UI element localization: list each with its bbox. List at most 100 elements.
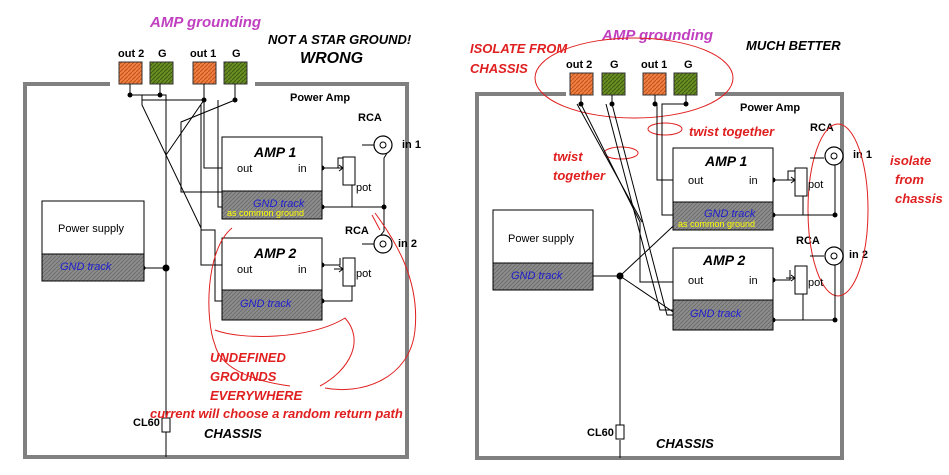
- left-terminal-g2-label: G: [232, 48, 241, 60]
- right-amp2-out: out: [688, 275, 703, 287]
- right-pot2-label: pot: [808, 277, 823, 289]
- right-terminal-g1-label: G: [610, 59, 619, 71]
- right-rca1-label: RCA: [810, 122, 834, 134]
- left-terminal-out1-label: out 1: [190, 48, 216, 60]
- right-amp1-in: in: [749, 175, 758, 187]
- left-amp2-gnd-track: [221, 289, 323, 321]
- left-amp2-title: AMP 2: [253, 245, 296, 261]
- right-isolate-2: CHASSIS: [470, 61, 528, 76]
- left-note-wrong: WRONG: [300, 50, 363, 67]
- left-pot1-label: pot: [356, 182, 371, 194]
- left-cl60-resistor: [161, 417, 171, 433]
- right-pot1: pot: [786, 167, 823, 197]
- left-chassis-label: CHASSIS: [204, 426, 262, 441]
- left-rca1-jack: [373, 135, 393, 155]
- left-psu-label: Power supply: [58, 223, 125, 235]
- left-amp1-module: AMP 1 out in GND track as common ground: [221, 136, 323, 220]
- right-twist-2a: twist: [553, 149, 583, 164]
- right-power-amp-label: Power Amp: [740, 102, 800, 114]
- left-in2-label: in 2: [398, 238, 417, 250]
- right-terminal-out2-label: out 2: [566, 59, 592, 71]
- right-amp1-gnd-track: [672, 201, 774, 231]
- right-isolate-1: ISOLATE FROM: [470, 41, 568, 56]
- right-isolate-rca-ellipse: [807, 123, 869, 297]
- right-in2-label: in 2: [849, 249, 868, 261]
- left-terminal-out2-label: out 2: [118, 48, 144, 60]
- right-terminal-out2: [569, 72, 594, 96]
- right-chassis-border: [475, 92, 844, 460]
- left-undefined-1: UNDEFINED: [210, 350, 286, 365]
- right-amp1-out: out: [688, 175, 703, 187]
- left-amp1-in: in: [298, 163, 307, 175]
- right-twist-1: twist together: [689, 124, 775, 139]
- right-amp2-title: AMP 2: [702, 252, 745, 268]
- left-rca1-label: RCA: [358, 112, 382, 124]
- left-amp1-gnd-label: GND track: [253, 198, 305, 210]
- right-psu-gnd-track: [492, 262, 594, 291]
- right-diagram: AMP grounding ISOLATE FROM CHASSIS MUCH …: [470, 27, 943, 460]
- right-twist-2b: together: [553, 168, 606, 183]
- right-terminal-out1-label: out 1: [641, 59, 667, 71]
- right-cl60-resistor: [615, 424, 625, 440]
- left-cl60-label: CL60: [133, 417, 160, 429]
- left-psu-gnd-track: [41, 253, 145, 282]
- right-chassis-label: CHASSIS: [656, 436, 714, 451]
- right-amp1-common-ground: as common ground: [678, 219, 755, 229]
- right-isolate-chassis-3: chassis: [895, 191, 943, 206]
- right-amp1-gnd-label: GND track: [704, 208, 756, 220]
- right-better-note: MUCH BETTER: [746, 38, 841, 53]
- right-cl60-label: CL60: [587, 427, 614, 439]
- left-amp1-gnd-track: [221, 190, 323, 220]
- left-amp1-title: AMP 1: [253, 144, 296, 160]
- left-chassis-border: [23, 82, 409, 459]
- right-isolate-ellipse: [534, 37, 734, 119]
- right-rca2-jack: [824, 246, 844, 266]
- left-in1-label: in 1: [402, 139, 421, 151]
- right-amp2-gnd-label: GND track: [690, 308, 742, 320]
- left-psu-gnd-label: GND track: [60, 261, 112, 273]
- left-amp1-out: out: [237, 163, 252, 175]
- right-title: AMP grounding: [601, 27, 713, 44]
- right-terminal-g1: [601, 72, 626, 96]
- left-note-star: NOT A STAR GROUND!: [268, 32, 412, 47]
- right-isolate-chassis-1: isolate: [890, 153, 931, 168]
- left-amp2-in: in: [298, 264, 307, 276]
- right-in1-label: in 1: [853, 149, 872, 161]
- right-amp2-in: in: [749, 275, 758, 287]
- right-amp2-gnd-track: [672, 299, 774, 331]
- left-red-loops: [208, 212, 417, 391]
- left-terminal-g2: [223, 61, 248, 85]
- left-terminal-out1: [192, 61, 217, 85]
- right-amp1-title: AMP 1: [704, 153, 747, 169]
- left-terminal-g1: [149, 61, 174, 85]
- left-terminal-g1-label: G: [158, 48, 167, 60]
- left-undefined-3: EVERYWHERE: [210, 388, 303, 403]
- right-pot2: pot: [786, 265, 823, 295]
- right-twist-ring-2: [603, 146, 639, 160]
- left-rca2-jack: [373, 234, 393, 254]
- right-terminal-g2: [673, 72, 698, 96]
- left-diagram: AMP grounding NOT A STAR GROUND! WRONG o…: [23, 14, 421, 459]
- left-pot2-label: pot: [356, 268, 371, 280]
- left-undefined-2: GROUNDS: [210, 369, 277, 384]
- left-amp2-module: AMP 2 out in GND track: [221, 237, 323, 321]
- right-power-supply: Power supply GND track: [492, 209, 594, 291]
- right-terminal-g2-label: G: [684, 59, 693, 71]
- right-amp2-module: AMP 2 out in GND track: [672, 247, 774, 331]
- left-random-path-note: current will choose a random return path: [150, 406, 403, 421]
- left-power-amp-label: Power Amp: [290, 92, 350, 104]
- left-terminal-out2: [118, 61, 143, 85]
- right-rca2-label: RCA: [796, 235, 820, 247]
- left-amp2-out: out: [237, 264, 252, 276]
- right-twist-ring-1: [647, 122, 683, 136]
- left-pot2: pot: [334, 257, 371, 287]
- left-power-supply: Power supply GND track: [41, 200, 145, 282]
- right-amp1-module: AMP 1 out in GND track as common ground: [672, 147, 774, 231]
- left-amp2-gnd-label: GND track: [240, 298, 292, 310]
- right-terminal-out1: [642, 72, 667, 96]
- left-amp1-common-ground: as common ground: [227, 208, 304, 218]
- left-rca2-label: RCA: [345, 225, 369, 237]
- right-psu-label: Power supply: [508, 233, 575, 245]
